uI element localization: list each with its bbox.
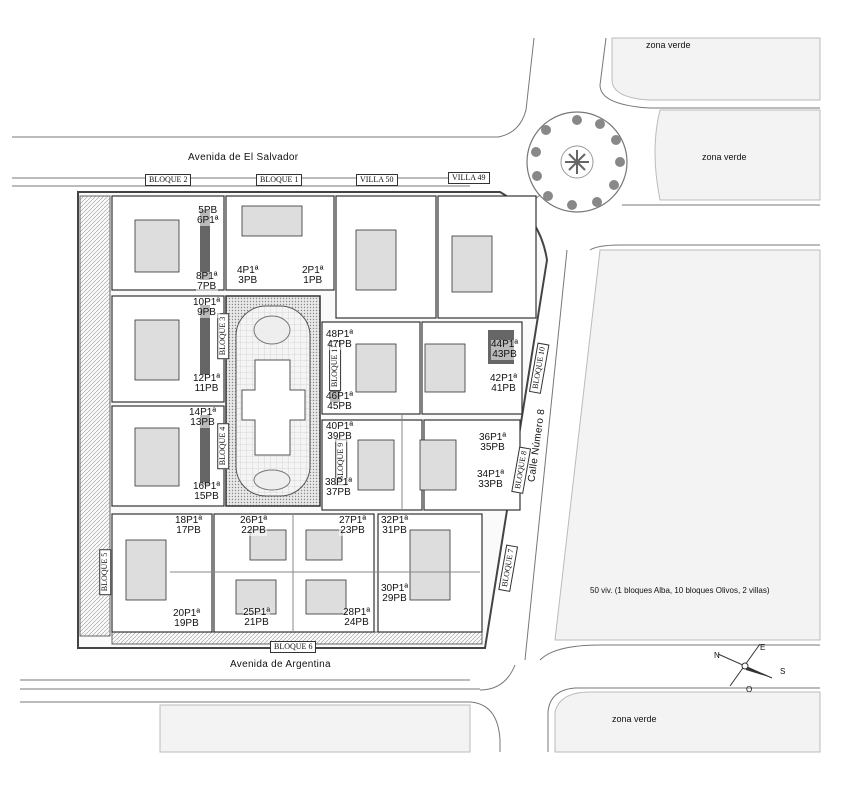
- street-avenida-el-salvador: Avenida de El Salvador: [188, 152, 299, 163]
- block-label-5: BLOQUE 5: [99, 548, 112, 596]
- block-label-6: BLOQUE 6: [270, 641, 317, 653]
- compass-label-s: S: [780, 667, 786, 676]
- street-avenida-argentina: Avenida de Argentina: [230, 659, 331, 670]
- block-label-villa-50: VILLA 50: [356, 174, 398, 186]
- block-label-3: BLOQUE 3: [217, 312, 230, 360]
- green-zone-label-top: zona verde: [646, 40, 691, 50]
- block-label-4: BLOQUE 4: [217, 422, 230, 470]
- block-label-2: BLOQUE 2: [145, 174, 192, 186]
- block-label-1: BLOQUE 1: [256, 174, 303, 186]
- central-garden: [225, 295, 321, 507]
- block-label-villa-49: VILLA 49: [448, 172, 490, 184]
- green-zone-label-bottom: zona verde: [612, 714, 657, 724]
- green-zone-label-right: zona verde: [702, 152, 747, 162]
- dwelling-modules: [125, 205, 493, 615]
- road-lines: [12, 37, 820, 752]
- compass-label-o: O: [746, 685, 753, 694]
- compass-label-n: N: [714, 651, 720, 660]
- dwelling-count-note: 50 viv. (1 bloques Alba, 10 bloques Oliv…: [590, 586, 770, 595]
- green-zone-areas: [159, 37, 821, 753]
- compass-rose-icon: [717, 643, 773, 687]
- compass-label-e: E: [760, 643, 766, 652]
- roundabout: [526, 111, 628, 213]
